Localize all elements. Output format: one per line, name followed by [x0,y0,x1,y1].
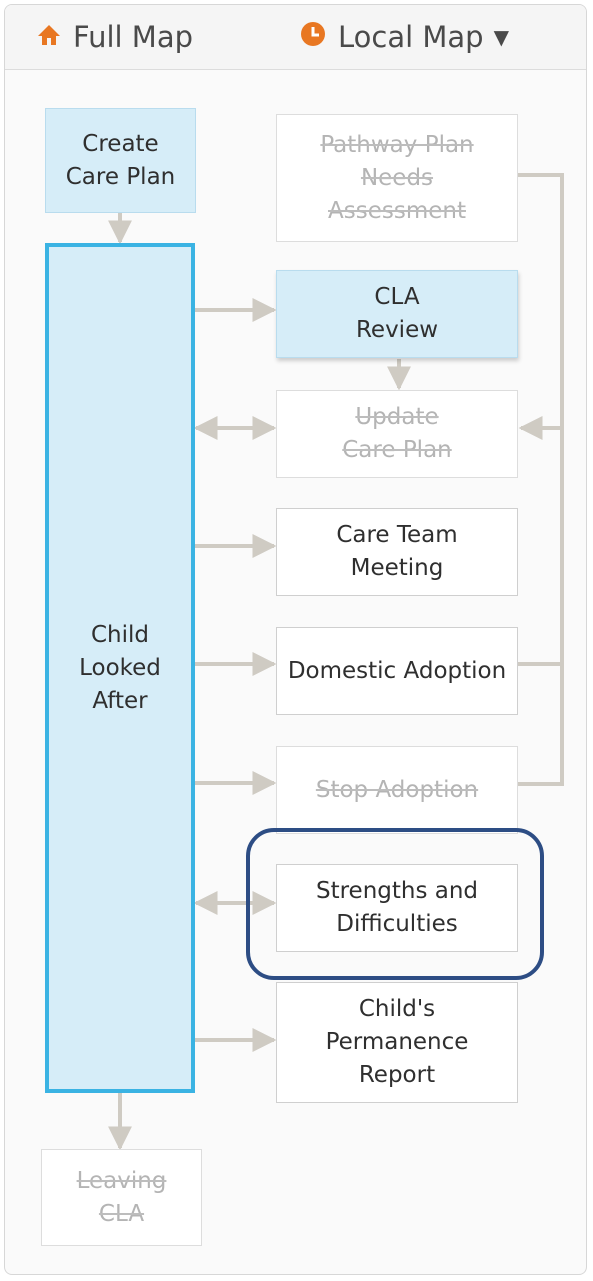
node-label: Leaving CLA [76,1167,167,1227]
node-leaving-cla[interactable]: Leaving CLA [41,1149,202,1246]
node-stop-adoption[interactable]: Stop Adoption [276,746,518,834]
local-map-label: Local Map [338,20,484,54]
node-label: Update Care Plan [342,404,452,463]
map-header: Full Map Local Map ▼ [5,5,586,70]
local-map-dropdown[interactable]: Local Map ▼ [300,5,509,69]
node-label: CLA Review [355,284,439,343]
selection-highlight-ring [246,828,544,980]
node-label: Pathway Plan Needs Assessment [320,131,474,224]
node-pathway-plan[interactable]: Pathway Plan Needs Assessment [276,114,518,242]
node-permanence-report[interactable]: Child's Permanence Report [276,982,518,1103]
node-label: Create Care Plan [65,130,176,190]
full-map-label: Full Map [73,20,194,54]
node-label: Care Team Meeting [336,522,458,581]
node-cla-review[interactable]: CLA Review [276,270,518,358]
clock-icon [300,20,326,54]
full-map-button[interactable]: Full Map [37,5,193,69]
node-label: Domestic Adoption [287,657,507,684]
node-domestic-adoption[interactable]: Domestic Adoption [276,627,518,715]
node-label: Stop Adoption [315,776,479,803]
node-label: Strengths and Difficulties [315,878,479,937]
node-create-care-plan[interactable]: Create Care Plan [45,108,196,213]
caret-down-icon: ▼ [493,25,509,49]
node-strengths-difficulties[interactable]: Strengths and Difficulties [276,864,518,952]
home-icon [37,20,61,54]
node-care-team-meeting[interactable]: Care Team Meeting [276,508,518,596]
node-child-looked-after[interactable]: Child Looked After [45,243,195,1093]
node-update-care-plan[interactable]: Update Care Plan [276,390,518,478]
node-label: Child's Permanence Report [325,996,469,1088]
node-label: Child Looked After [79,621,161,714]
